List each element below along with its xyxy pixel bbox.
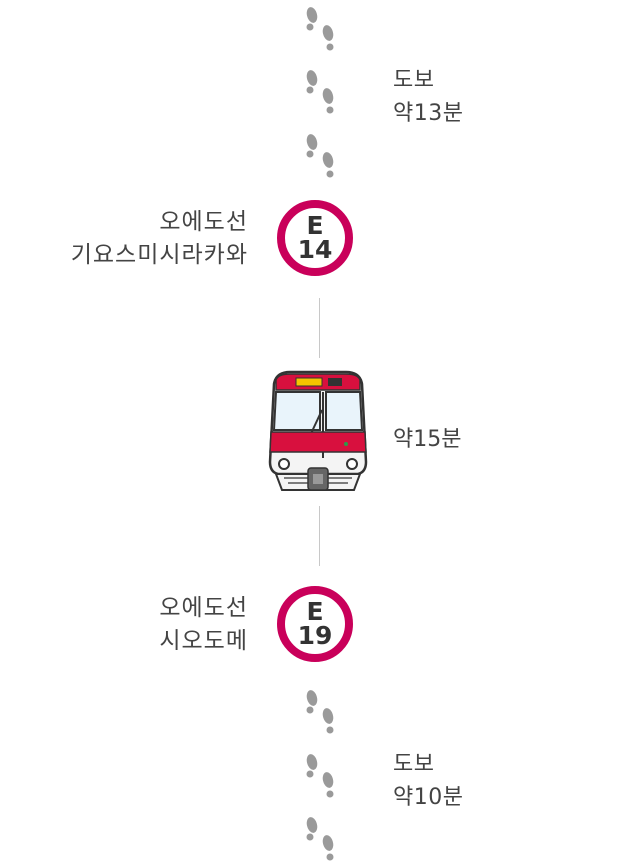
station-info-top: 오에도선 기요스미시라카와 xyxy=(71,206,248,272)
station-code-number: 19 xyxy=(297,621,333,650)
footprints-icon xyxy=(305,815,335,861)
footprints-icon xyxy=(305,752,335,798)
station-name: 시오도메 xyxy=(159,628,248,654)
footprints-icon xyxy=(305,68,335,114)
route-connector xyxy=(319,298,320,358)
ride-duration: 약15분 xyxy=(393,427,462,452)
walk-duration: 약13분 xyxy=(393,101,464,126)
station-code-number: 14 xyxy=(297,235,333,264)
station-name: 기요스미시라카와 xyxy=(70,242,248,268)
walk-info-top: 도보 약13분 xyxy=(393,64,463,130)
walk-label: 도보 xyxy=(393,68,435,93)
footprints-icon xyxy=(305,132,335,178)
station-code-badge-top: E 14 xyxy=(277,200,353,276)
station-code-badge-bottom: E 19 xyxy=(277,586,353,662)
station-line-name: 오에도선 xyxy=(159,595,248,621)
walk-label: 도보 xyxy=(393,752,435,777)
route-connector xyxy=(319,506,320,566)
station-info-bottom: 오에도선 시오도메 xyxy=(159,592,248,658)
footprints-icon xyxy=(305,5,335,51)
station-code-letter: E xyxy=(306,597,324,626)
walk-duration: 약10분 xyxy=(393,785,464,810)
footprints-icon xyxy=(305,688,335,734)
train-icon xyxy=(268,370,368,491)
walk-info-bottom: 도보 약10분 xyxy=(393,748,463,814)
station-line-name: 오에도선 xyxy=(159,209,248,235)
station-code-letter: E xyxy=(306,211,324,240)
